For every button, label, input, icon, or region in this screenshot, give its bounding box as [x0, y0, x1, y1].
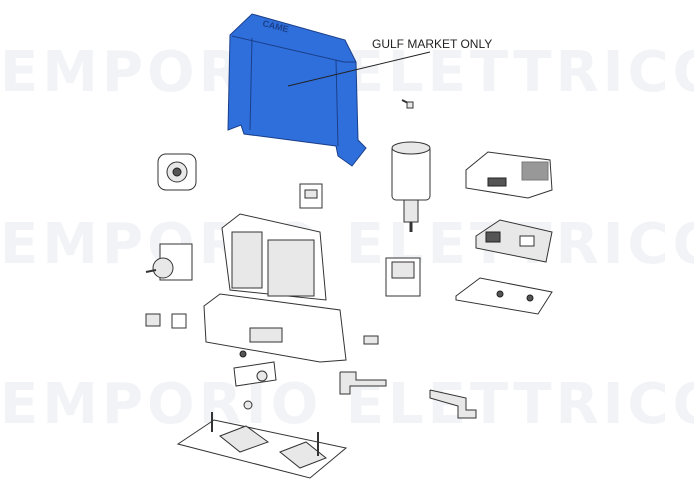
small-part: [363, 335, 379, 345]
small-screw: [239, 350, 247, 358]
gear-ring: [157, 153, 197, 191]
gearmotor-housing: [203, 213, 347, 363]
foundation-plate: [176, 412, 348, 479]
gear-assembly: [145, 243, 193, 281]
release-bracket: [233, 361, 277, 387]
motor: [391, 141, 431, 232]
circuit-board: [475, 219, 553, 263]
control-unit: [465, 151, 553, 199]
watermark: EMPORIO ELETTRICO: [0, 212, 694, 277]
microswitch: [171, 313, 187, 329]
limit-bracket: [339, 371, 387, 395]
small-screw: [243, 400, 253, 410]
small-part: [145, 313, 161, 327]
callout-label: GULF MARKET ONLY: [372, 37, 493, 51]
transformer: [385, 257, 421, 297]
callout-leader-line: [287, 51, 431, 87]
small-bracket: [299, 183, 323, 209]
mounting-plate: [455, 277, 553, 315]
limit-bracket: [429, 389, 477, 419]
blue-cover: CAME: [227, 13, 367, 167]
screw: [401, 99, 414, 109]
